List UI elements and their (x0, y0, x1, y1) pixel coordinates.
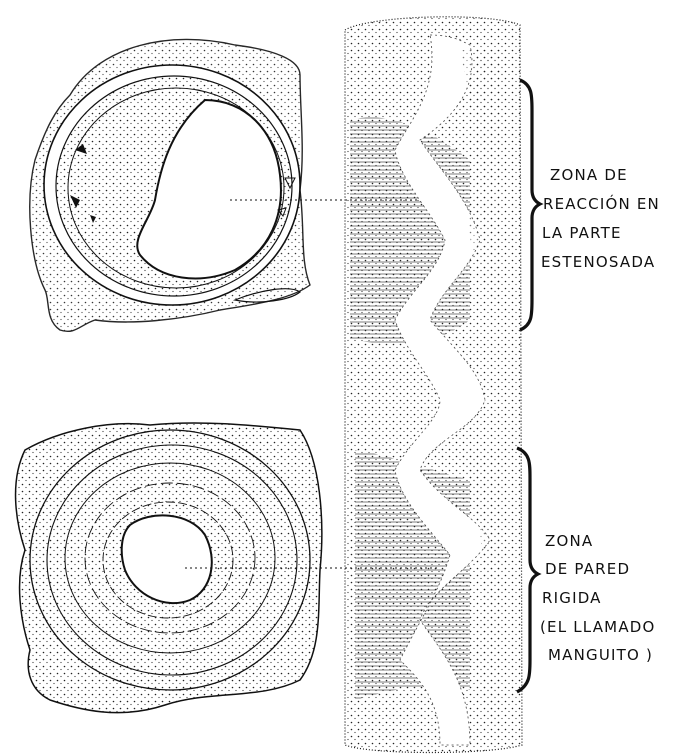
annotation-reaction-zone: ZONA DE REACCIÓN EN LA PARTE ESTENOSADA (541, 166, 666, 271)
annotation-reaction-line: ZONA DE (550, 166, 628, 184)
annotation-rigid-line: (EL LLAMADO (540, 618, 656, 636)
annotation-rigid-line: ZONA (545, 532, 593, 550)
annotation-rigid-wall: ZONA DE PARED RIGIDA (EL LLAMADO MANGUIT… (540, 532, 662, 664)
longitudinal-vessel (345, 17, 522, 753)
bracket-reaction-zone (520, 80, 540, 330)
annotation-reaction-line: REACCIÓN EN (543, 194, 660, 213)
annotation-rigid-line: MANGUITO ) (548, 646, 653, 664)
annotation-rigid-line: DE PARED (545, 560, 630, 578)
annotation-reaction-line: ESTENOSADA (541, 253, 655, 271)
annotation-rigid-line: RIGIDA (542, 589, 602, 607)
annotation-reaction-line: LA PARTE (542, 224, 622, 242)
